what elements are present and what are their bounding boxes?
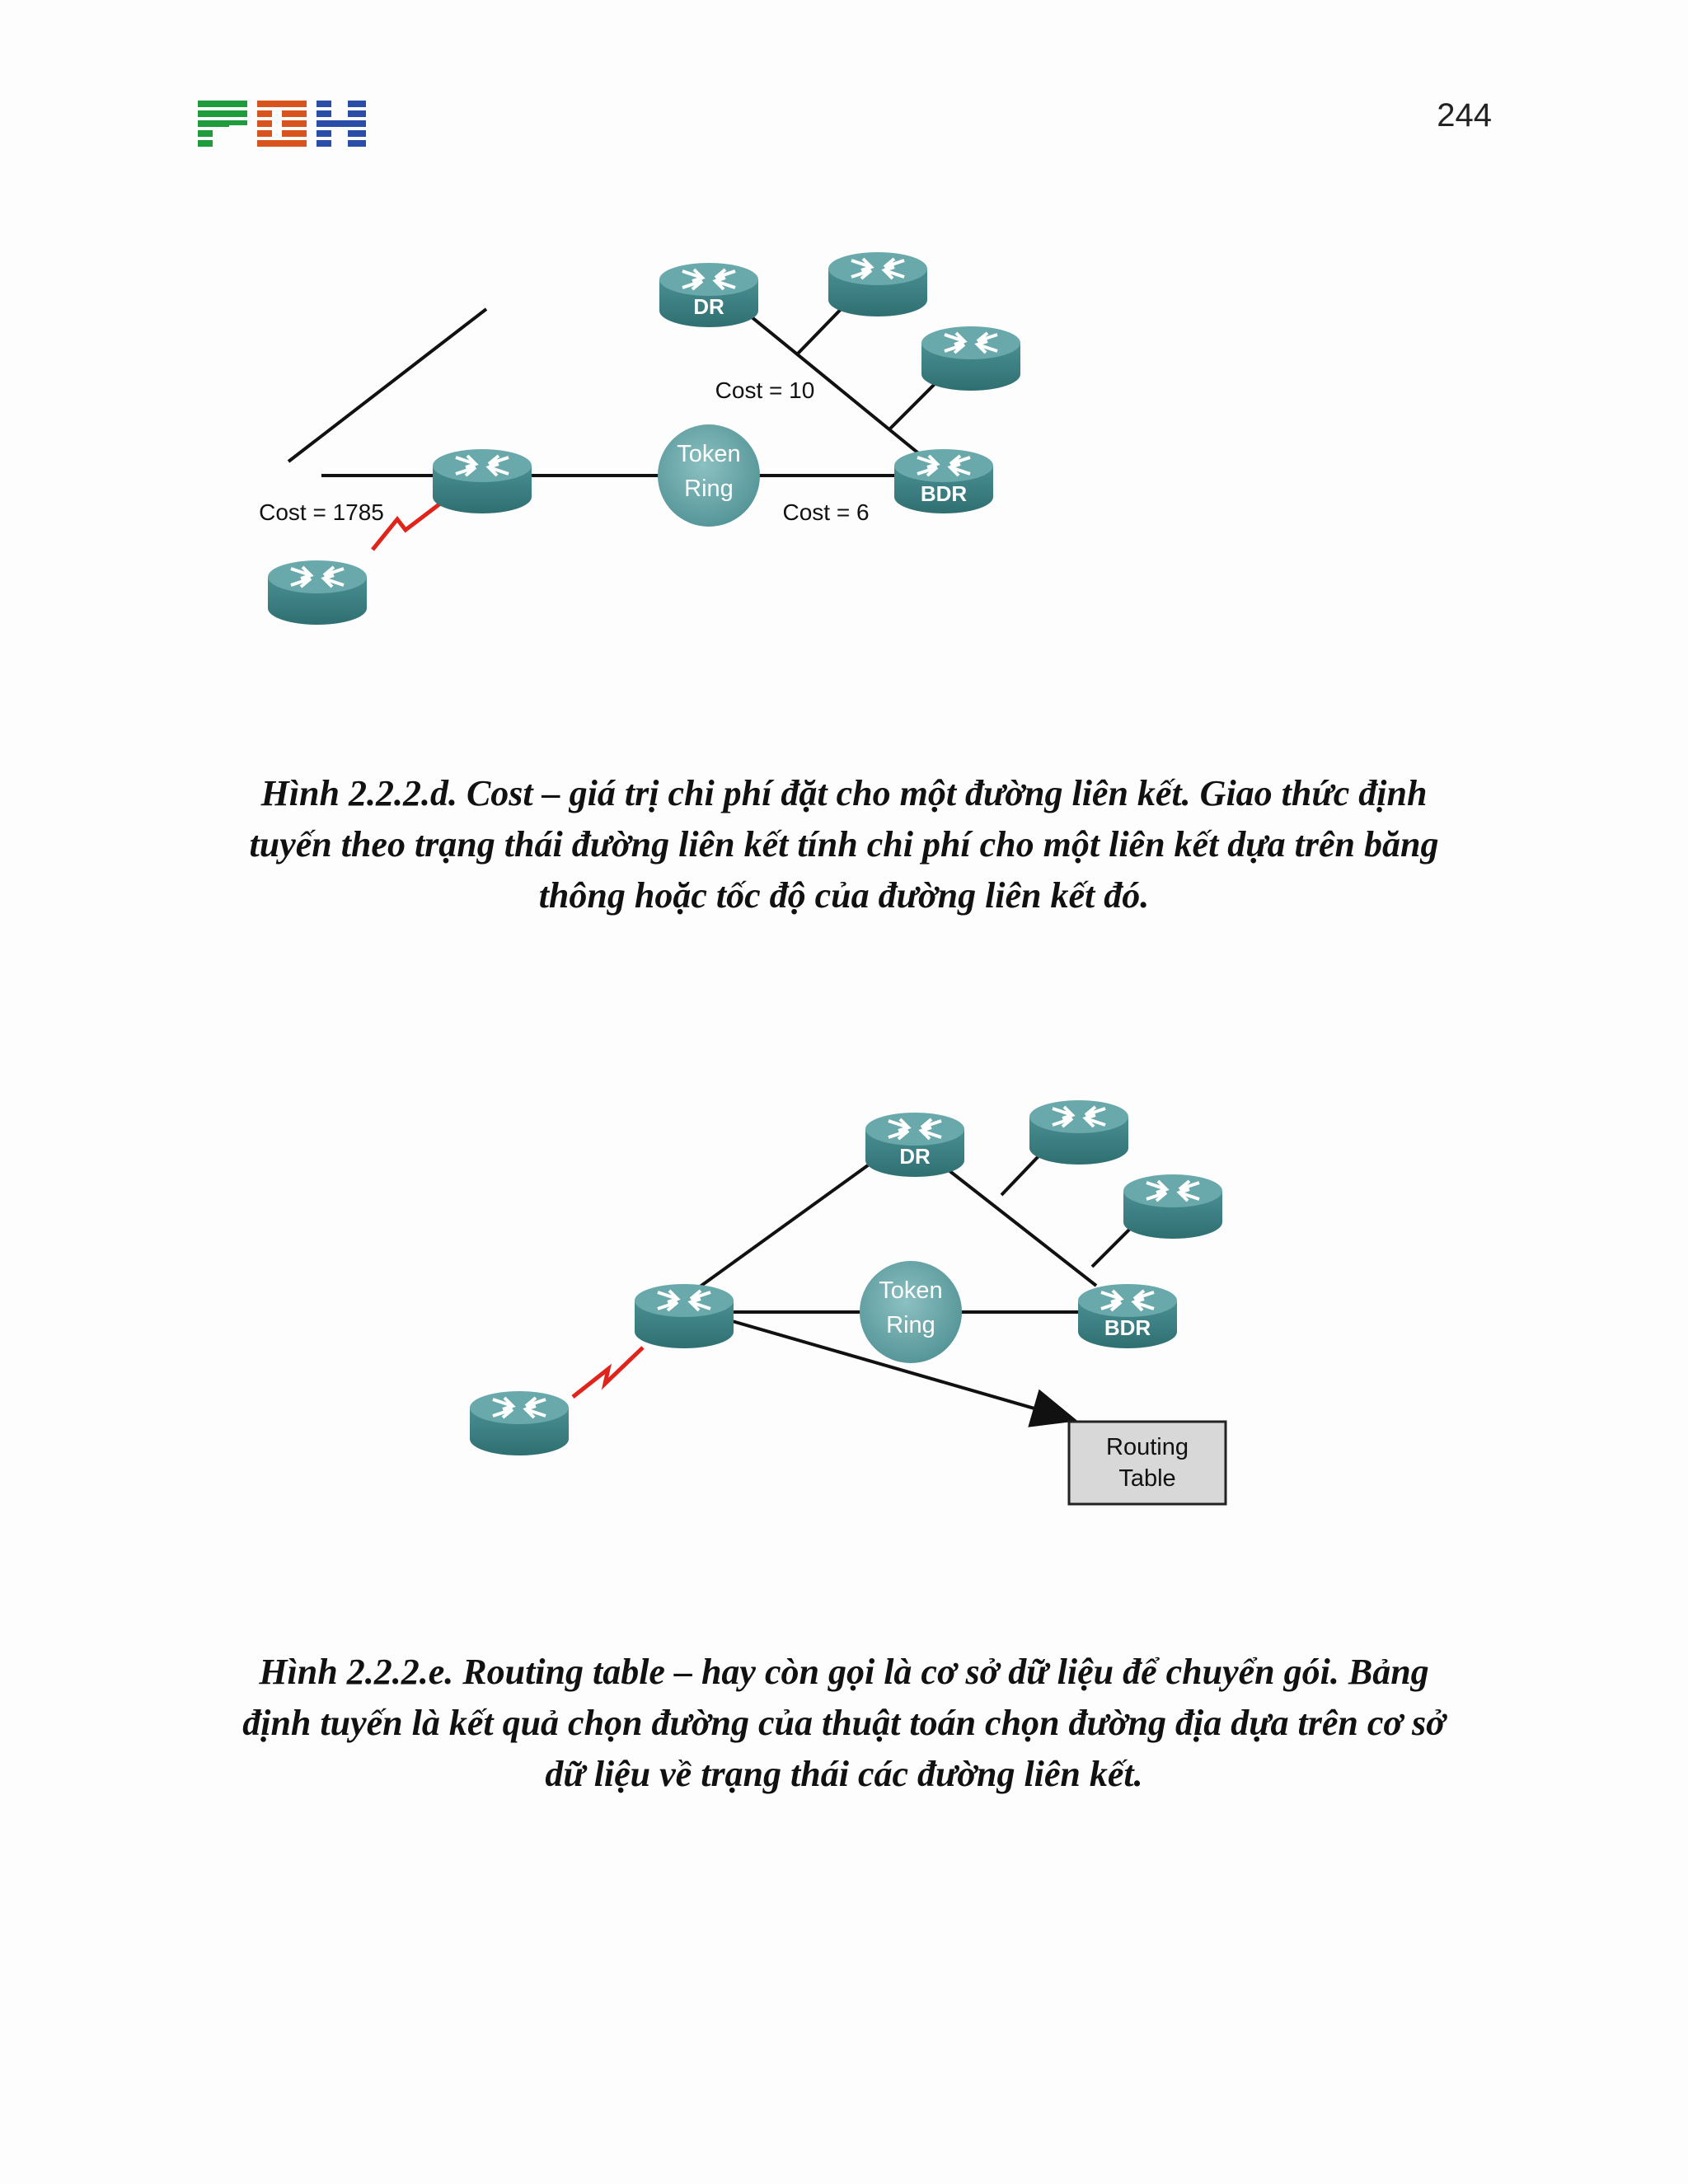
token-ring-2 [860,1261,962,1363]
routing-table-arrow [729,1319,1078,1427]
token-ring [658,424,760,527]
bdr-label: BDR [921,481,968,506]
caption-2-line-1: Hình 2.2.2.e. Routing table – hay còn gọ… [259,1652,1429,1692]
figure-ospf-cost-diagram: DR BDR Token Ring Cost = 10 Cost = 6 Cos… [259,251,1022,626]
figure-caption-2: Hình 2.2.2.e. Routing table – hay còn gọ… [190,1647,1498,1800]
cost-10-label: Cost = 10 [715,377,815,403]
caption-2-line-2: định tuyến là kết quả chọn đường của thu… [242,1703,1446,1743]
dr-label-2: DR [899,1144,931,1169]
caption-1-line-1: Hình 2.2.2.d. Cost – giá trị chi phí đặt… [260,773,1428,813]
serial-link [371,497,448,551]
token-ring-label-1: Token [677,441,740,467]
caption-1-line-3: thông hoặc tốc độ của đường liên kết đó. [538,875,1150,916]
figure-caption-1: Hình 2.2.2.d. Cost – giá trị chi phí đặt… [190,768,1498,921]
bdr-label-2: BDR [1104,1315,1151,1340]
cost-1785-label: Cost = 1785 [259,499,384,525]
router-remote-2 [468,1390,570,1457]
routing-table-box [1067,1420,1227,1506]
router-top-right-2 [920,325,1022,392]
router-top-right-1 [827,251,929,318]
cost-6-label: Cost = 6 [782,499,869,525]
router-remote [266,559,368,626]
router-left [431,448,533,515]
token-ring-2-label-1: Token [879,1277,942,1304]
figure-routing-table-diagram: DR BDR Token Ring Routing Table [468,1099,1227,1506]
page-number: 244 [1437,97,1492,134]
routing-table-label-2: Table [1118,1465,1175,1492]
caption-1-line-2: tuyến theo trạng thái đường liên kết tín… [249,824,1439,865]
token-ring-2-label-2: Ring [886,1312,935,1338]
pnh-logo [198,101,366,148]
serial-link-2 [571,1346,645,1399]
router-top-right-3 [1028,1099,1130,1166]
dr-label: DR [693,294,724,319]
router-top-right-4 [1122,1173,1224,1240]
link-lines [287,295,945,477]
router-left-2 [633,1282,735,1350]
routing-table-label-1: Routing [1106,1434,1189,1460]
token-ring-label-2: Ring [684,476,734,502]
caption-2-line-3: dữ liệu về trạng thái các đường liên kết… [545,1754,1143,1794]
